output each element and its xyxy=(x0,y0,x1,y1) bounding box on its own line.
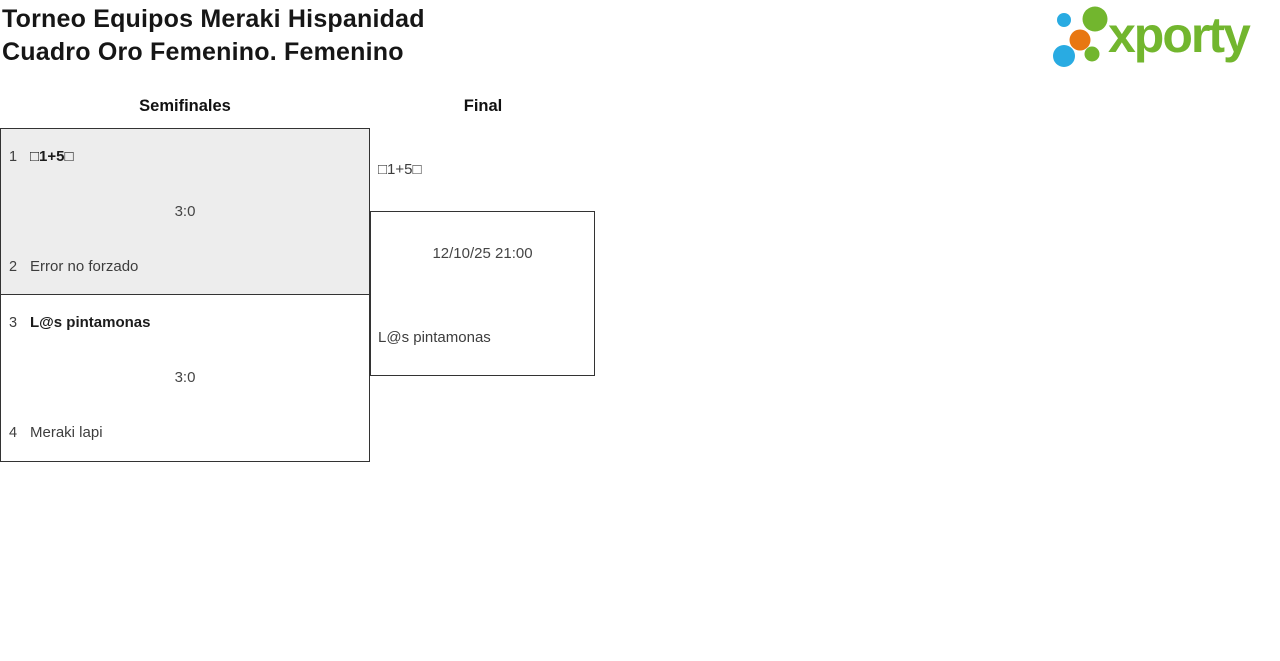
match2-team1-row[interactable]: 3 L@s pintamonas xyxy=(1,313,369,333)
match1-team2-row[interactable]: 2 Error no forzado xyxy=(1,257,369,277)
final-team1-name[interactable]: □1+5□ xyxy=(378,161,422,178)
team-seed: 4 xyxy=(9,425,18,441)
team-name[interactable]: Meraki lapi xyxy=(30,424,103,441)
team-seed: 2 xyxy=(9,259,18,275)
match-final[interactable] xyxy=(370,211,595,376)
match1-score: 3:0 xyxy=(174,203,196,220)
team-name[interactable]: Error no forzado xyxy=(30,258,139,275)
match2-team2-row[interactable]: 4 Meraki lapi xyxy=(1,423,369,443)
page-title: Torneo Equipos Meraki Hispanidad Cuadro … xyxy=(2,3,425,69)
match1-team1-row[interactable]: 1 □1+5□ xyxy=(1,147,369,167)
team-seed: 1 xyxy=(9,149,18,165)
final-team2-name[interactable]: L@s pintamonas xyxy=(378,329,491,346)
team-name[interactable]: □1+5□ xyxy=(30,148,74,165)
team-name[interactable]: L@s pintamonas xyxy=(30,314,151,331)
page-title-line2: Cuadro Oro Femenino. Femenino xyxy=(2,38,404,66)
team-seed: 3 xyxy=(9,315,18,331)
round-label-final: Final xyxy=(463,97,503,115)
round-label-semifinales: Semifinales xyxy=(139,97,231,115)
xporty-dots-icon xyxy=(1053,6,1108,67)
xporty-logo[interactable]: xporty xyxy=(1050,4,1276,70)
match2-score: 3:0 xyxy=(174,369,196,386)
match-semifinal-1[interactable]: 1 □1+5□ 3:0 2 Error no forzado xyxy=(0,128,370,295)
page-title-line1: Torneo Equipos Meraki Hispanidad xyxy=(2,5,425,33)
match-semifinal-2[interactable]: 3 L@s pintamonas 3:0 4 Meraki lapi xyxy=(0,294,370,462)
final-match-datetime: 12/10/25 21:00 xyxy=(432,245,533,262)
xporty-wordmark: xporty xyxy=(1108,7,1251,63)
